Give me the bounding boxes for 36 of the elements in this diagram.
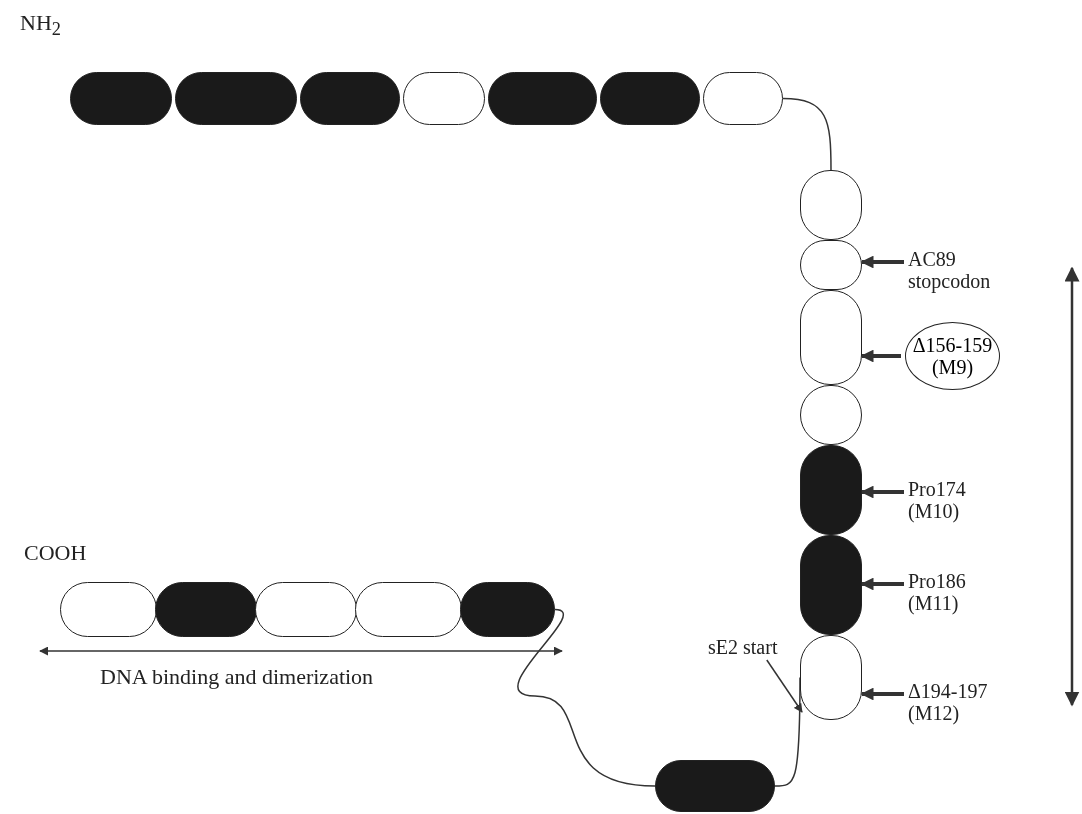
- annotation-label: sE2 start: [708, 636, 792, 658]
- annotation-label: Pro174 (M10): [908, 478, 988, 522]
- domain-pill: [300, 72, 400, 125]
- domain-pill: [655, 760, 775, 812]
- domain-pill: [703, 72, 783, 125]
- arrow: [766, 659, 803, 713]
- domain-pill: [800, 170, 862, 240]
- domain-pill: [460, 582, 555, 637]
- arrow: [860, 255, 904, 269]
- domain-pill: [488, 72, 597, 125]
- domain-pill: [800, 385, 862, 445]
- region-label: DNA binding and dimerization: [100, 664, 374, 690]
- domain-pill: [355, 582, 462, 637]
- arrow: [860, 349, 901, 363]
- domain-pill: [155, 582, 257, 637]
- terminus-label: NH$_{2}$: [20, 10, 61, 41]
- annotation-label: Pro186 (M11): [908, 570, 988, 614]
- domain-pill: [800, 635, 862, 720]
- arrow: [860, 485, 904, 499]
- domain-pill: [800, 240, 862, 290]
- annotation-label: AC89 stopcodon: [908, 248, 1018, 292]
- terminus-label: COOH: [24, 540, 87, 566]
- domain-pill: [800, 445, 862, 535]
- linker-line: [517, 608, 656, 787]
- linker-line: [782, 97, 832, 171]
- domain-pill: [800, 535, 862, 635]
- domain-pill: [255, 582, 357, 637]
- domain-pill: [60, 582, 157, 637]
- domain-pill: [70, 72, 172, 125]
- domain-pill: [800, 290, 862, 385]
- domain-pill: [403, 72, 485, 125]
- domain-pill: [600, 72, 700, 125]
- arrow: [860, 577, 904, 591]
- domain-pill: [175, 72, 297, 125]
- annotation-label: Δ194-197 (M12): [908, 680, 1008, 724]
- arrow: [860, 687, 904, 701]
